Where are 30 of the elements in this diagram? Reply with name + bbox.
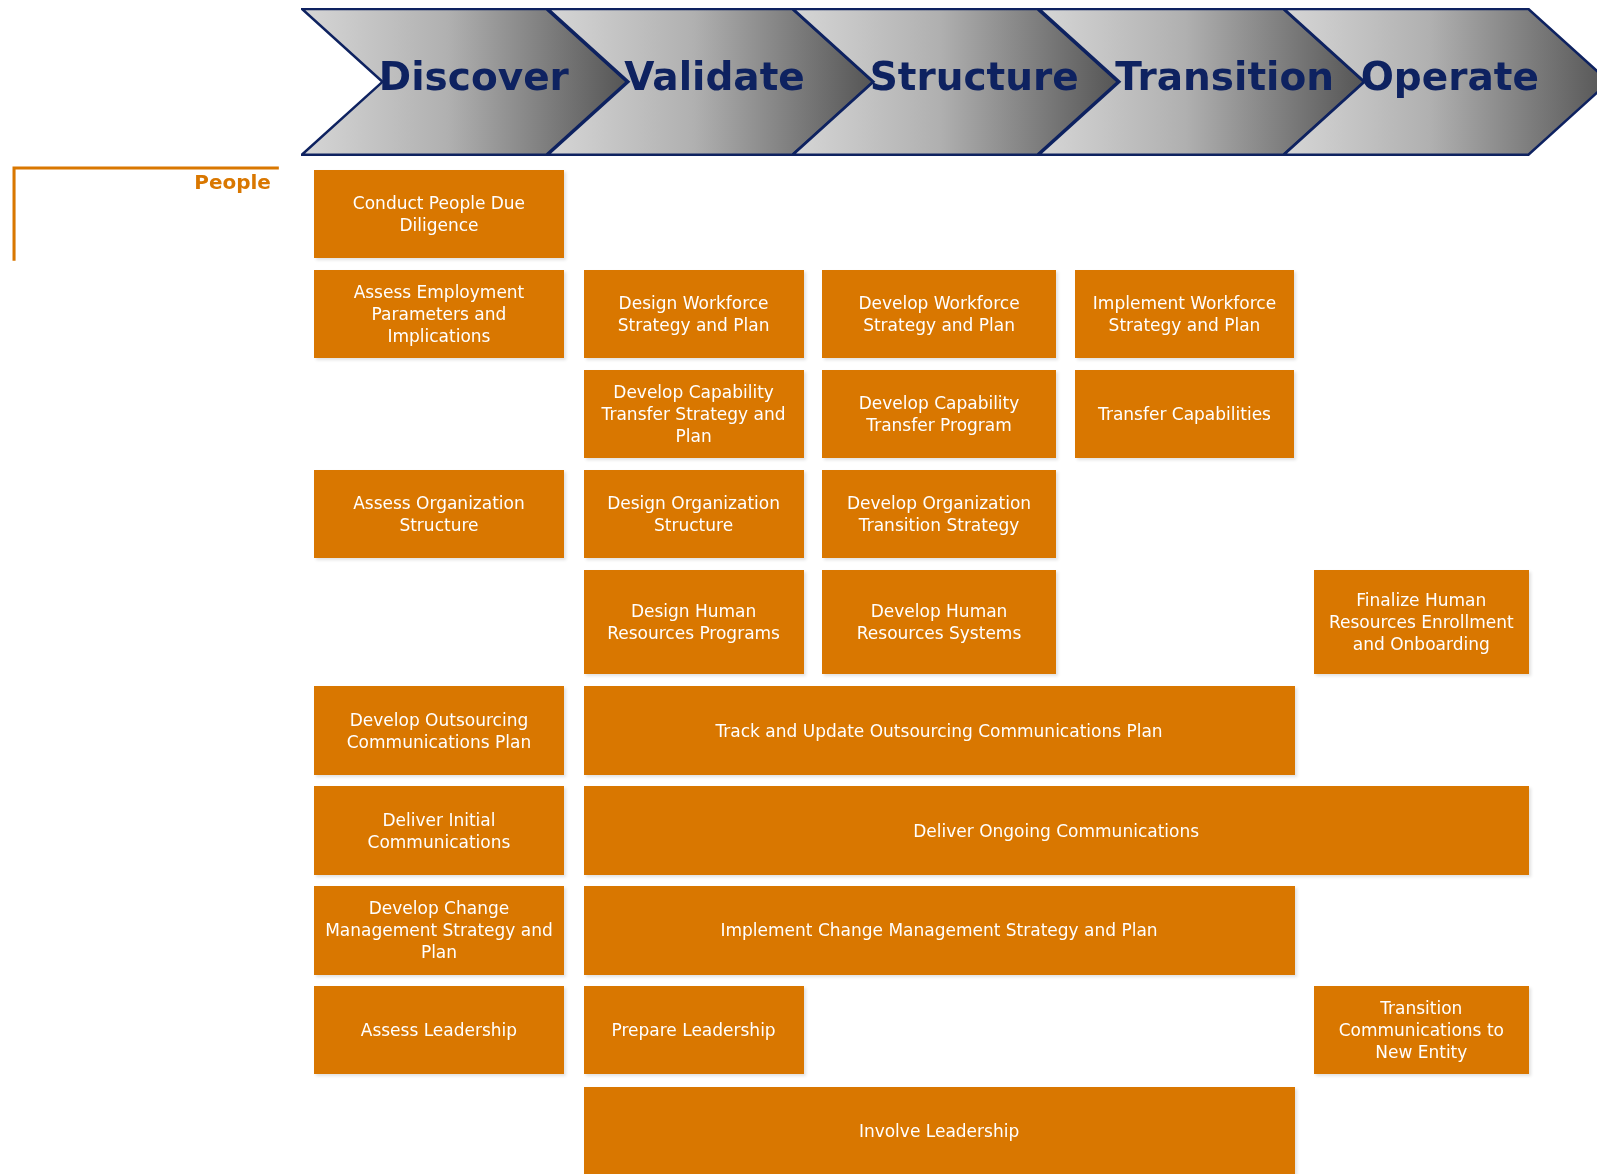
phase-label: Transition bbox=[1115, 53, 1335, 99]
task-box: Deliver Initial Communications bbox=[313, 786, 565, 875]
task-box: Prepare Leadership bbox=[583, 985, 804, 1075]
task-box: Conduct People Due Diligence bbox=[313, 170, 565, 258]
phase-label: Discover bbox=[378, 53, 569, 99]
task-box: Assess Employment Parameters and Implications bbox=[313, 269, 565, 359]
task-box: Assess Leadership bbox=[313, 985, 565, 1075]
task-box: Assess Organization Structure bbox=[313, 469, 565, 559]
task-box: Implement Workforce Strategy and Plan bbox=[1074, 269, 1295, 359]
row-heading: People bbox=[194, 170, 271, 195]
task-box: Finalize Human Resources Enrollment and Onboarding bbox=[1313, 570, 1529, 675]
task-box: Develop Capability Transfer Strategy and Plan bbox=[583, 369, 804, 459]
phase-label: Operate bbox=[1360, 53, 1539, 99]
task-box: Track and Update Outsourcing Communications Plan bbox=[583, 686, 1295, 776]
task-box: Develop Change Management Strategy and Plan bbox=[313, 886, 565, 975]
phase-label: Structure bbox=[869, 53, 1079, 99]
task-box: Design Human Resources Programs bbox=[583, 570, 804, 675]
task-box: Develop Capability Transfer Program bbox=[821, 369, 1057, 459]
task-box: Involve Leadership bbox=[583, 1086, 1295, 1174]
task-box: Design Organization Structure bbox=[583, 469, 804, 559]
phase-label: Validate bbox=[624, 53, 805, 99]
task-box: Deliver Ongoing Communications bbox=[583, 786, 1529, 875]
task-box: Transition Communications to New Entity bbox=[1313, 985, 1529, 1075]
task-box: Design Workforce Strategy and Plan bbox=[583, 269, 804, 359]
task-box: Develop Workforce Strategy and Plan bbox=[821, 269, 1057, 359]
task-box: Develop Human Resources Systems bbox=[821, 570, 1057, 675]
task-box: Develop Organization Transition Strategy bbox=[821, 469, 1057, 559]
task-box: Transfer Capabilities bbox=[1074, 369, 1295, 459]
task-box: Develop Outsourcing Communications Plan bbox=[313, 686, 565, 776]
task-box: Implement Change Management Strategy and Plan bbox=[583, 886, 1295, 975]
